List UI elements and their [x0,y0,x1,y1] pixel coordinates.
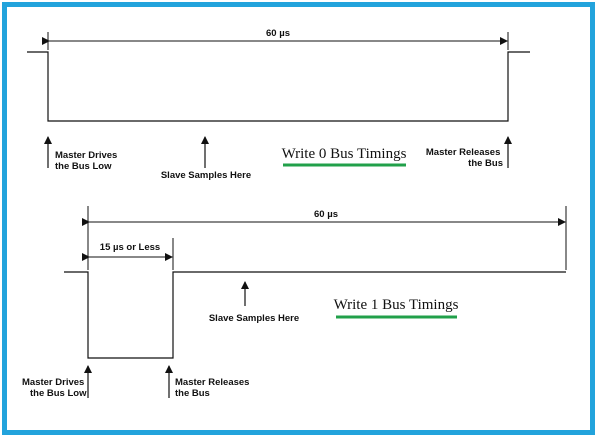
write0-master-releases-label: Master Releases the Bus [426,147,503,169]
write0-slave-samples-label: Slave Samples Here [161,170,251,181]
write0-master-drives-label: Master Drives the Bus Low [55,150,120,172]
write1-span-label: 60 µs [314,209,338,220]
write1-waveform [64,271,566,359]
write0-waveform [27,51,530,122]
write1-master-drives-label: Master Drives the Bus Low [22,377,87,399]
write1-slave-samples-label: Slave Samples Here [209,313,299,324]
write0-span-label: 60 µs [266,28,290,39]
write0-diagram: 60 µs Master Drives the Bus Low Slave Sa… [27,28,530,181]
write1-master-releases-label: Master Releases the Bus [175,377,252,399]
write0-title: Write 0 Bus Timings [282,146,407,162]
write1-short-span-label: 15 µs or Less [100,242,160,253]
write1-title: Write 1 Bus Timings [334,297,459,313]
write1-diagram: 60 µs 15 µs or Less Slave Samples Here M… [22,206,567,399]
